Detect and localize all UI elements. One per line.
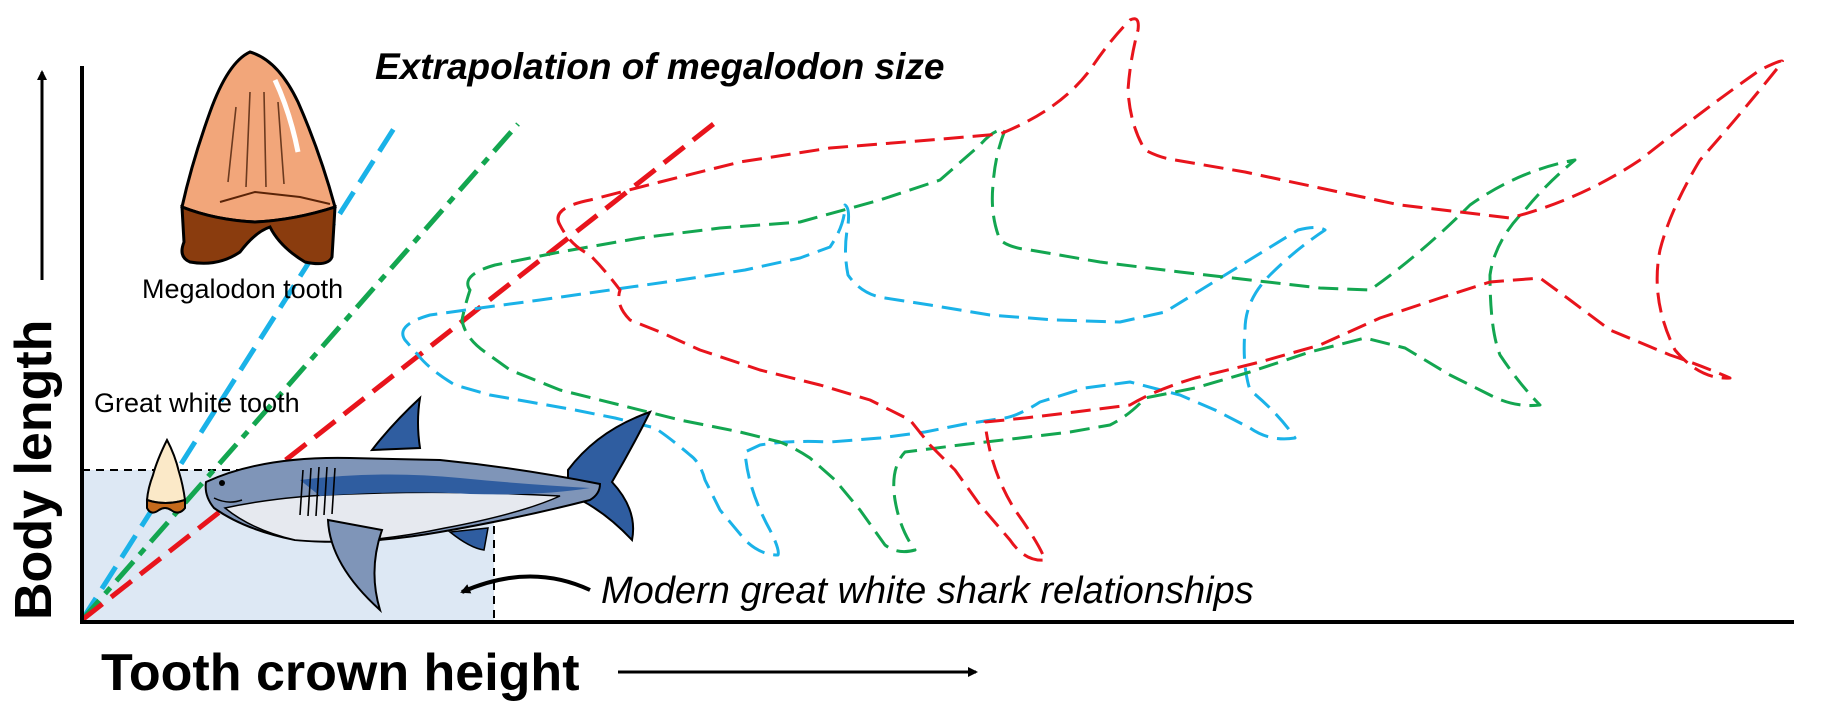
great-white-shark-icon — [204, 395, 652, 614]
modern-relationships-label: Modern great white shark relationships — [601, 570, 1254, 612]
shark-outline-green — [460, 128, 1577, 554]
great-white-tooth-icon — [145, 437, 187, 514]
megalodon-tooth-label: Megalodon tooth — [142, 274, 343, 304]
diagram-title: Extrapolation of megalodon size — [375, 46, 944, 87]
shark-outline-blue — [401, 203, 1327, 557]
extrapolation-line-green — [80, 122, 520, 622]
megalodon-tooth-icon — [180, 50, 337, 266]
modern-relationships-pointer-arrow — [460, 574, 591, 594]
great-white-tooth-label: Great white tooth — [94, 388, 300, 418]
extrapolation-line-blue — [79, 120, 401, 622]
y-axis-title: Body length — [5, 320, 63, 620]
extrapolation-line-red — [80, 120, 718, 622]
x-axis-title: Tooth crown height — [101, 644, 580, 702]
shark-outline-red — [556, 17, 1784, 562]
